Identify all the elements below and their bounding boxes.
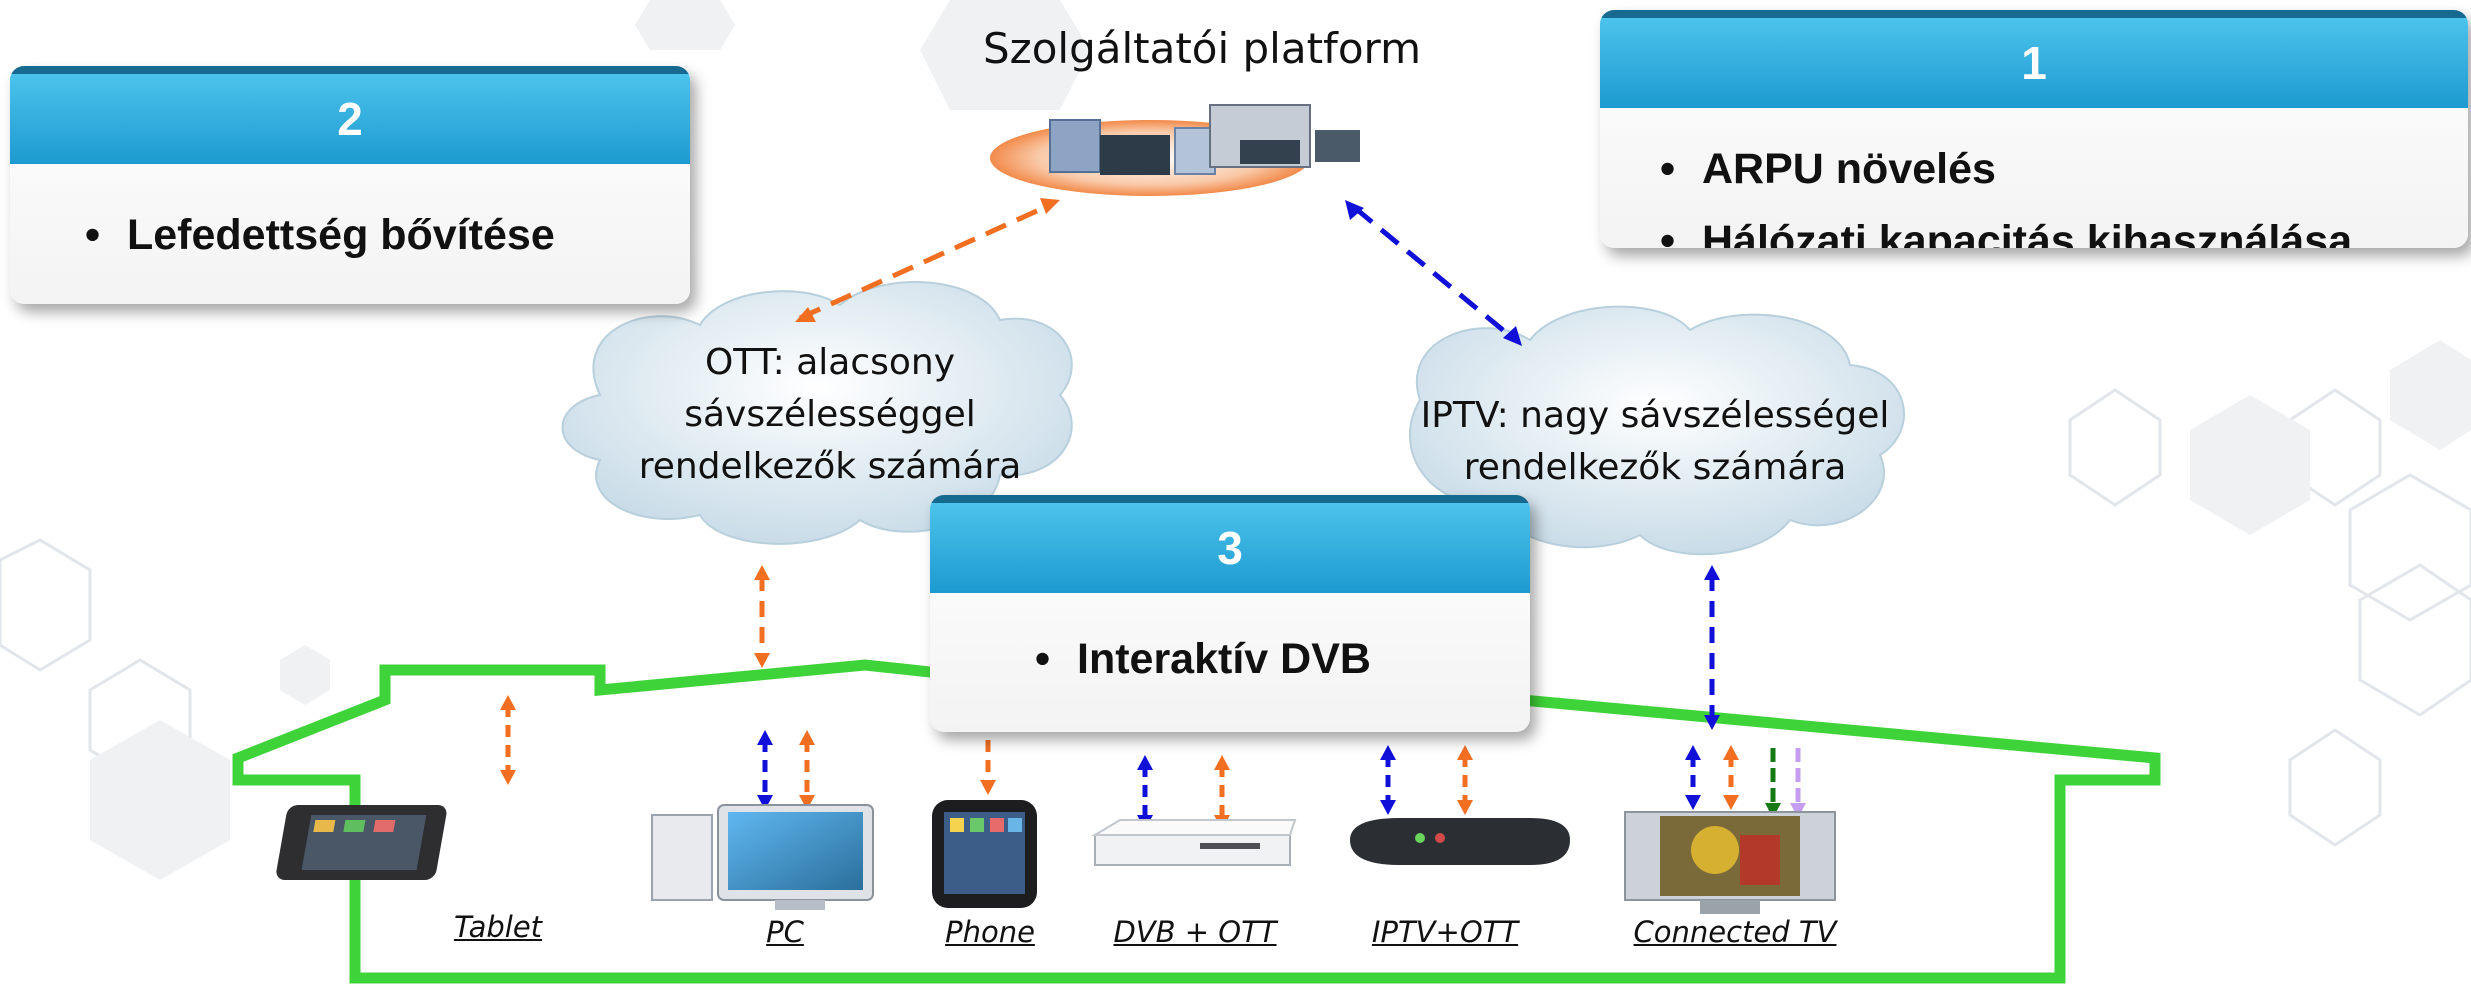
ott-cloud-line: rendelkezők számára <box>638 446 1022 487</box>
device-label-pc: PC <box>766 915 804 949</box>
settop-box-icon <box>1091 819 1297 866</box>
box-bullets: Interaktív DVB <box>930 593 1530 695</box>
device-label-connected-tv: Connected TV <box>1633 915 1837 949</box>
ott-platform-link <box>798 202 1052 321</box>
iptv-cloud-line: rendelkezők számára <box>1463 447 1847 488</box>
iptv-cloud-line: IPTV: nagy sávszélességel <box>1420 395 1890 436</box>
box-number: 1 <box>1600 10 2468 108</box>
device-label-phone: Phone <box>945 915 1035 949</box>
ott-cloud <box>561 281 1073 545</box>
device-label-dvb-ott: DVB + OTT <box>1113 915 1277 949</box>
home-outline <box>232 659 2161 984</box>
platform-title: Szolgáltatói platform <box>983 24 1421 73</box>
benefit-box-1: 1 ARPU növelés Hálózati kapacitás kihasz… <box>1600 10 2468 248</box>
ott-cloud-line: OTT: alacsony <box>704 342 956 383</box>
service-platform-icon <box>990 104 1360 196</box>
iptv-cloud-text: IPTV: nagy sávszélességel rendelkezők sz… <box>1400 390 1910 494</box>
box-bullets: Lefedettség bővítése <box>10 164 690 271</box>
device-label-tablet: Tablet <box>453 910 543 944</box>
ott-cloud-line: sávszélességgel <box>684 394 976 435</box>
device-arrows <box>500 695 1806 830</box>
benefit-box-3: 3 Interaktív DVB <box>930 495 1530 732</box>
pc-icon <box>651 804 874 910</box>
ott-cloud-text: OTT: alacsony sávszélességgel rendelkező… <box>620 337 1040 493</box>
phone-icon <box>932 800 1037 908</box>
tablet-icon <box>276 805 447 880</box>
bullet-item: Hálózati kapacitás kihasználása <box>1660 205 2468 248</box>
box-number: 2 <box>10 66 690 164</box>
iptv-box-icon <box>1350 818 1570 865</box>
box-bullets: ARPU növelés Hálózati kapacitás kihaszná… <box>1600 108 2468 248</box>
bullet-item: Lefedettség bővítése <box>85 199 690 271</box>
device-label-iptv-ott: IPTV+OTT <box>1371 915 1519 949</box>
bullet-item: Interaktív DVB <box>1035 623 1530 695</box>
bullet-item: ARPU növelés <box>1660 133 2468 205</box>
benefit-box-2: 2 Lefedettség bővítése <box>10 66 690 304</box>
iptv-platform-link <box>1353 206 1517 342</box>
tv-icon <box>1624 811 1836 914</box>
box-number: 3 <box>930 495 1530 593</box>
